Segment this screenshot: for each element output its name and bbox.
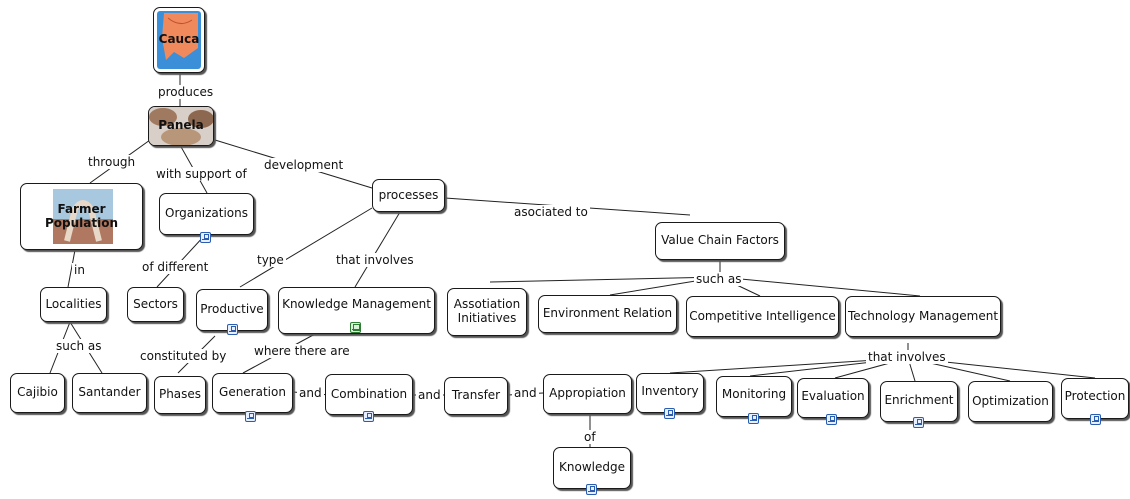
localities-label: Localities (45, 296, 102, 311)
organizations-label: Organizations (165, 206, 248, 221)
link-development: development (262, 158, 346, 172)
combination-resource-icon[interactable] (363, 411, 374, 422)
link-that-involves-tm: that involves (866, 350, 948, 364)
farmer-image (53, 189, 113, 244)
santander-label: Santander (78, 385, 141, 400)
link-asociated-to: asociated to (512, 205, 590, 219)
node-monitoring[interactable]: Monitoring (716, 376, 792, 417)
monitoring-resource-icon[interactable] (748, 413, 759, 424)
node-panela[interactable]: Panela (148, 106, 214, 146)
node-knowledge[interactable]: Knowledge (553, 447, 631, 489)
cajibio-label: Cajibio (17, 385, 58, 400)
sectors-label: Sectors (133, 296, 178, 311)
processes-label: processes (378, 187, 439, 202)
node-farmer-population[interactable]: Farmer Population (20, 183, 143, 250)
node-phases[interactable]: Phases (154, 376, 206, 414)
node-competitive-intelligence[interactable]: Competitive Intelligence (686, 296, 839, 337)
node-transfer[interactable]: Transfer (444, 377, 508, 415)
node-santander[interactable]: Santander (72, 373, 147, 413)
assoc-label: Assotiation Initiatives (453, 297, 521, 325)
km-label: Knowledge Management (282, 297, 431, 311)
node-environment-relation[interactable]: Environment Relation (538, 295, 677, 333)
link-such-as-localities: such as (54, 339, 104, 353)
link-where-there-are: where there are (252, 344, 352, 358)
panela-image (149, 107, 213, 145)
farmer-label: Farmer Population (44, 201, 119, 230)
node-protection[interactable]: Protection (1061, 378, 1129, 419)
node-generation[interactable]: Generation (212, 373, 293, 413)
link-through: through (86, 155, 138, 169)
node-value-chain-factors[interactable]: Value Chain Factors (655, 222, 785, 260)
node-processes[interactable]: processes (372, 179, 445, 212)
node-evaluation[interactable]: Evaluation (797, 378, 869, 418)
node-cajibio[interactable]: Cajibio (10, 373, 65, 413)
node-inventory[interactable]: Inventory (636, 373, 704, 413)
tm-label: Technology Management (847, 308, 999, 323)
link-type: type (255, 253, 286, 267)
link-and-2: and (416, 388, 443, 402)
knowledge-label: Knowledge (559, 460, 625, 475)
link-such-as-value-chain: such as (694, 272, 744, 286)
node-sectors[interactable]: Sectors (127, 287, 184, 322)
link-of-different: of different (140, 260, 211, 274)
node-optimization[interactable]: Optimization (968, 381, 1053, 422)
enrichment-label: Enrichment (884, 393, 954, 407)
generation-resource-icon[interactable] (245, 411, 256, 422)
node-localities[interactable]: Localities (40, 287, 107, 322)
combination-label: Combination (330, 386, 408, 401)
inventory-resource-icon[interactable] (664, 408, 675, 419)
link-of: of (582, 430, 598, 444)
km-media-icon[interactable] (350, 322, 361, 333)
node-assotiation-initiatives[interactable]: Assotiation Initiatives (447, 288, 527, 336)
link-produces: produces (156, 85, 216, 99)
link-in: in (72, 263, 87, 277)
phases-label: Phases (158, 387, 202, 402)
transfer-label: Transfer (451, 388, 501, 403)
productive-resource-icon[interactable] (227, 324, 238, 335)
monitoring-label: Monitoring (721, 387, 787, 401)
evaluation-label: Evaluation (801, 389, 865, 403)
node-combination[interactable]: Combination (325, 374, 413, 415)
cauca-label: Cauca (158, 32, 200, 47)
optimization-label: Optimization (972, 393, 1049, 408)
link-and-3: and (512, 386, 539, 400)
value-chain-label: Value Chain Factors (661, 233, 779, 248)
link-with-support-of: with support of (154, 167, 249, 181)
panela-label: Panela (158, 118, 204, 133)
node-enrichment[interactable]: Enrichment (880, 381, 958, 422)
protection-label: Protection (1064, 389, 1126, 403)
node-appropiation[interactable]: Appropiation (543, 374, 632, 414)
generation-label: Generation (219, 385, 286, 400)
link-and-1: and (297, 386, 324, 400)
link-that-involves: that involves (334, 253, 416, 267)
productive-label: Productive (200, 302, 264, 317)
node-cauca[interactable]: Cauca (153, 7, 205, 73)
node-technology-management[interactable]: Technology Management (845, 296, 1001, 337)
node-organizations[interactable]: Organizations (159, 193, 254, 235)
env-label: Environment Relation (542, 306, 673, 321)
cauca-map-image (157, 11, 201, 69)
knowledge-resource-icon[interactable] (586, 484, 597, 495)
protection-resource-icon[interactable] (1090, 414, 1101, 425)
evaluation-resource-icon[interactable] (826, 414, 837, 425)
link-constituted-by: constituted by (138, 349, 229, 363)
enrichment-resource-icon[interactable] (913, 417, 924, 428)
inventory-label: Inventory (641, 384, 699, 398)
appropiation-label: Appropiation (549, 386, 626, 401)
organizations-resource-icon[interactable] (200, 232, 211, 243)
ci-label: Competitive Intelligence (689, 308, 836, 323)
